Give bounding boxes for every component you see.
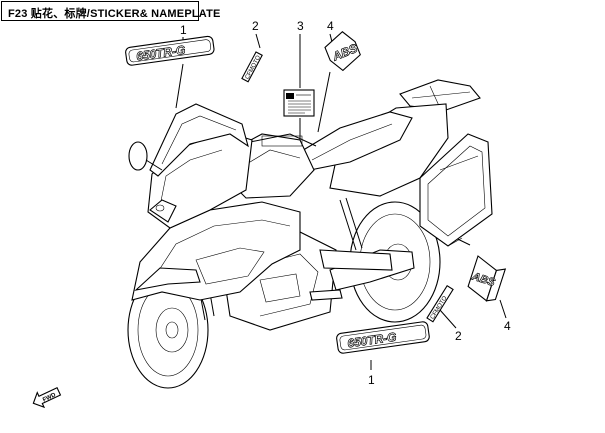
nameplate-decal-bottom: 650TR-G [336,321,430,354]
nameplate-decal-top: 650TR-G [125,35,215,66]
headlight [149,199,177,223]
callout-1-top: 1 [180,23,187,37]
callout-4-bottom: 4 [504,319,511,333]
swingarm [319,249,393,271]
callout-2-top: 2 [252,19,259,33]
callout-2-bottom: 2 [455,329,462,343]
callout-4-top: 4 [327,19,334,33]
windscreen [149,103,249,177]
tail-section [329,103,449,197]
motorcycle-drawing [127,79,493,389]
leader-2-bottom [439,309,457,329]
leader-4-top [329,33,333,43]
fwd-text: FWD [42,392,58,403]
warning-label-decal [283,89,315,117]
front-fender [134,267,201,291]
mirror [128,141,148,171]
stripe-decal-top: CFMOTO [241,51,263,83]
diagram-title-box: F23 贴花、标牌/STICKER& NAMEPLATE [1,1,220,21]
footpeg [309,289,343,301]
diagram-title: F23 贴花、标牌/STICKER& NAMEPLATE [8,8,221,20]
callout-1-bottom: 1 [368,373,375,387]
leader-1-top-b [175,63,184,109]
leader-2-top [255,33,261,49]
leader-4-top-b [317,71,331,133]
abs-decal-top: ABS [324,31,361,72]
leader-4-bottom [499,299,507,319]
abs-decal-bottom: ABS [467,255,507,302]
fwd-arrow: FWD [32,387,62,409]
seat [299,111,413,171]
callout-3: 3 [297,19,304,33]
